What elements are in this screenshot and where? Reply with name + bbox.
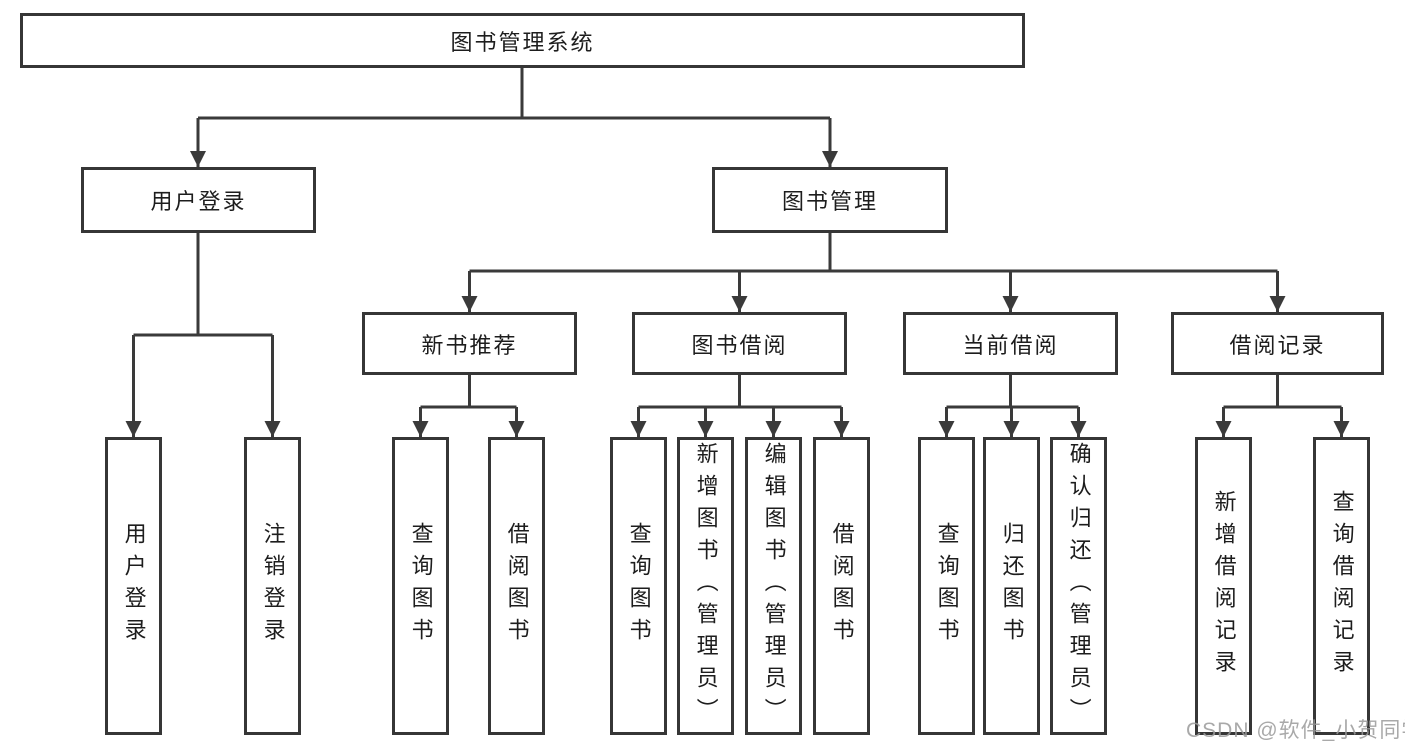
node-rec-query-book-label: 查询图书 — [408, 522, 434, 650]
node-new-book-rec: 新书推荐 — [362, 312, 577, 375]
node-cb-confirm-return-label: 确认归还（管理员） — [1066, 442, 1092, 730]
node-book-mgmt-label: 图书管理 — [781, 189, 878, 214]
node-root-label: 图书管理系统 — [450, 29, 595, 55]
connector-user-login-children — [125, 233, 281, 437]
node-borrow-record: 借阅记录 — [1171, 312, 1384, 375]
node-cb-query-book: 查询图书 — [918, 437, 975, 735]
connector-root-to-level2 — [190, 68, 838, 167]
node-new-book-rec-label: 新书推荐 — [421, 332, 518, 358]
connector-current-borrow-children — [938, 375, 1087, 437]
node-bb-edit-book: 编辑图书（管理员） — [745, 437, 802, 735]
node-borrow-record-label: 借阅记录 — [1229, 332, 1326, 358]
node-bb-edit-book-label: 编辑图书（管理员） — [761, 442, 787, 730]
node-current-borrow: 当前借阅 — [903, 312, 1118, 375]
node-login: 用户登录 — [105, 437, 162, 735]
node-br-query-record-label: 查询借阅记录 — [1329, 490, 1355, 682]
node-user-login-label: 用户登录 — [150, 189, 247, 214]
connector-borrow-record-children — [1215, 375, 1350, 437]
node-bb-query-book: 查询图书 — [610, 437, 667, 735]
node-cb-query-book-label: 查询图书 — [934, 522, 960, 650]
node-logout: 注销登录 — [244, 437, 301, 735]
node-bb-borrow-book-label: 借阅图书 — [829, 522, 855, 650]
node-login-label: 用户登录 — [121, 522, 147, 650]
connector-new-book-rec-children — [412, 375, 525, 437]
node-user-login: 用户登录 — [81, 167, 316, 233]
connector-book-mgmt-children — [461, 233, 1286, 312]
node-root: 图书管理系统 — [20, 13, 1025, 68]
node-bb-query-book-label: 查询图书 — [626, 522, 652, 650]
node-book-borrow: 图书借阅 — [632, 312, 847, 375]
node-book-mgmt: 图书管理 — [712, 167, 948, 233]
connector-book-borrow-children — [630, 375, 850, 437]
watermark: CSDN @软件_小贺同学 — [1186, 719, 1405, 742]
node-bb-add-book-label: 新增图书（管理员） — [693, 442, 719, 730]
node-logout-label: 注销登录 — [260, 522, 286, 650]
node-cb-confirm-return: 确认归还（管理员） — [1050, 437, 1107, 735]
node-br-add-record: 新增借阅记录 — [1195, 437, 1252, 735]
node-current-borrow-label: 当前借阅 — [962, 332, 1059, 358]
node-bb-borrow-book: 借阅图书 — [813, 437, 870, 735]
node-br-add-record-label: 新增借阅记录 — [1211, 490, 1237, 682]
node-rec-borrow-book-label: 借阅图书 — [504, 522, 530, 650]
node-bb-add-book: 新增图书（管理员） — [677, 437, 734, 735]
node-rec-borrow-book: 借阅图书 — [488, 437, 545, 735]
node-cb-return-book: 归还图书 — [983, 437, 1040, 735]
node-book-borrow-label: 图书借阅 — [691, 332, 788, 358]
node-cb-return-book-label: 归还图书 — [999, 522, 1025, 650]
node-rec-query-book: 查询图书 — [392, 437, 449, 735]
node-br-query-record: 查询借阅记录 — [1313, 437, 1370, 735]
